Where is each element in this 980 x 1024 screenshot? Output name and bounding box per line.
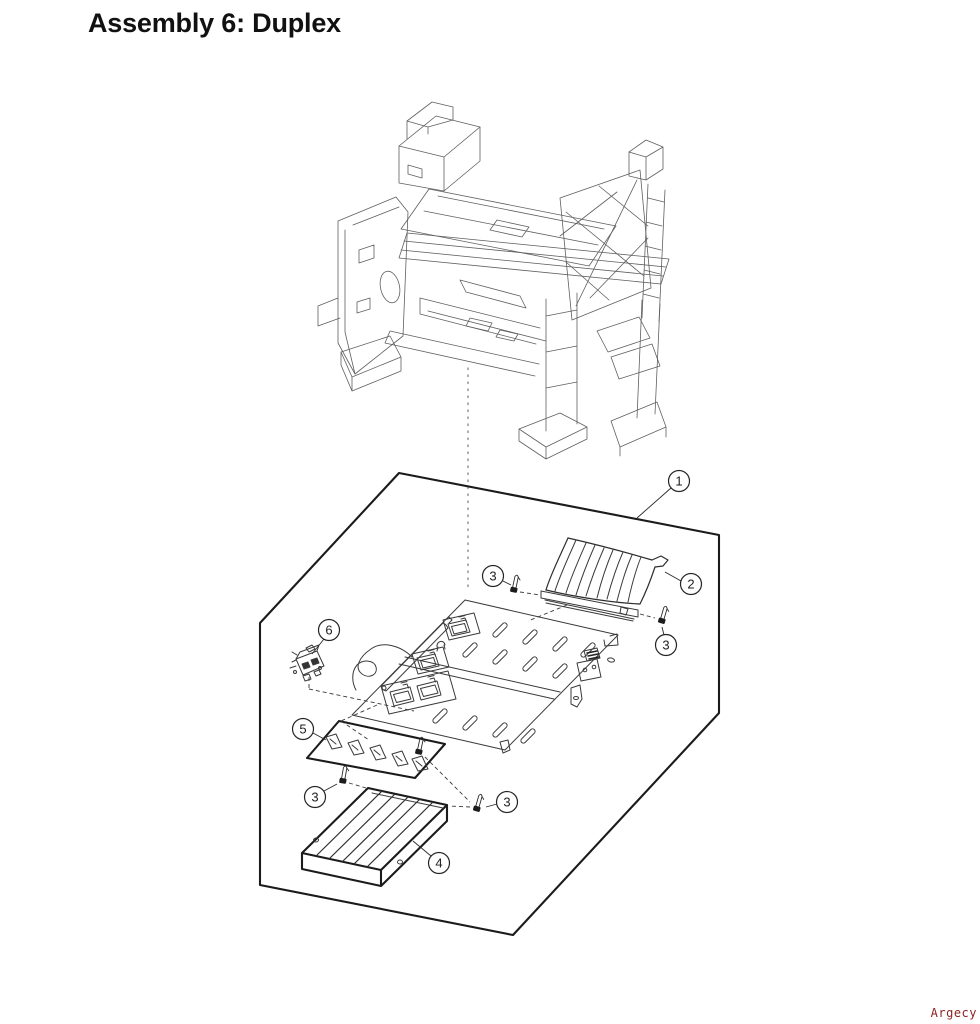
screw-3d bbox=[472, 792, 486, 813]
screw-3a bbox=[509, 573, 522, 594]
callout-5-number: 5 bbox=[299, 722, 306, 737]
callout-3a-number: 3 bbox=[489, 569, 496, 584]
curved-guide-item2 bbox=[540, 537, 669, 622]
callout-1: 1 bbox=[636, 469, 691, 519]
callout-6-number: 6 bbox=[325, 623, 332, 638]
callout-3c-number: 3 bbox=[311, 790, 318, 805]
callout-3b: 3 bbox=[654, 626, 678, 657]
callouts: 1 2 3 3 3 bbox=[291, 469, 703, 875]
actuator-rail bbox=[380, 616, 453, 692]
callout-2: 2 bbox=[664, 571, 703, 596]
screw-3c bbox=[338, 764, 351, 785]
callout-3c: 3 bbox=[303, 783, 338, 809]
callout-1-number: 1 bbox=[675, 474, 682, 489]
clip-bracket-item5 bbox=[305, 719, 447, 780]
callout-2-number: 2 bbox=[687, 577, 694, 592]
callout-3d: 3 bbox=[485, 790, 519, 814]
page-title: Assembly 6: Duplex bbox=[88, 8, 341, 38]
screw-3b bbox=[657, 604, 671, 625]
sensor-switch-item6 bbox=[289, 644, 325, 682]
alignment-dashes bbox=[308, 591, 656, 808]
duplex-top-panel bbox=[351, 599, 619, 754]
callout-4: 4 bbox=[412, 840, 451, 875]
callout-6: 6 bbox=[311, 618, 341, 655]
callout-3b-number: 3 bbox=[662, 638, 669, 653]
callout-3a: 3 bbox=[481, 564, 512, 588]
printer-chassis bbox=[317, 101, 670, 460]
callout-3d-number: 3 bbox=[503, 795, 510, 810]
watermark: Argecy bbox=[930, 1006, 977, 1020]
ribbed-tray-item4 bbox=[300, 786, 449, 888]
wire-harness bbox=[352, 644, 413, 691]
assembly-boundary-item1 bbox=[258, 471, 721, 937]
callout-4-number: 4 bbox=[435, 856, 442, 871]
callout-5: 5 bbox=[291, 717, 327, 741]
